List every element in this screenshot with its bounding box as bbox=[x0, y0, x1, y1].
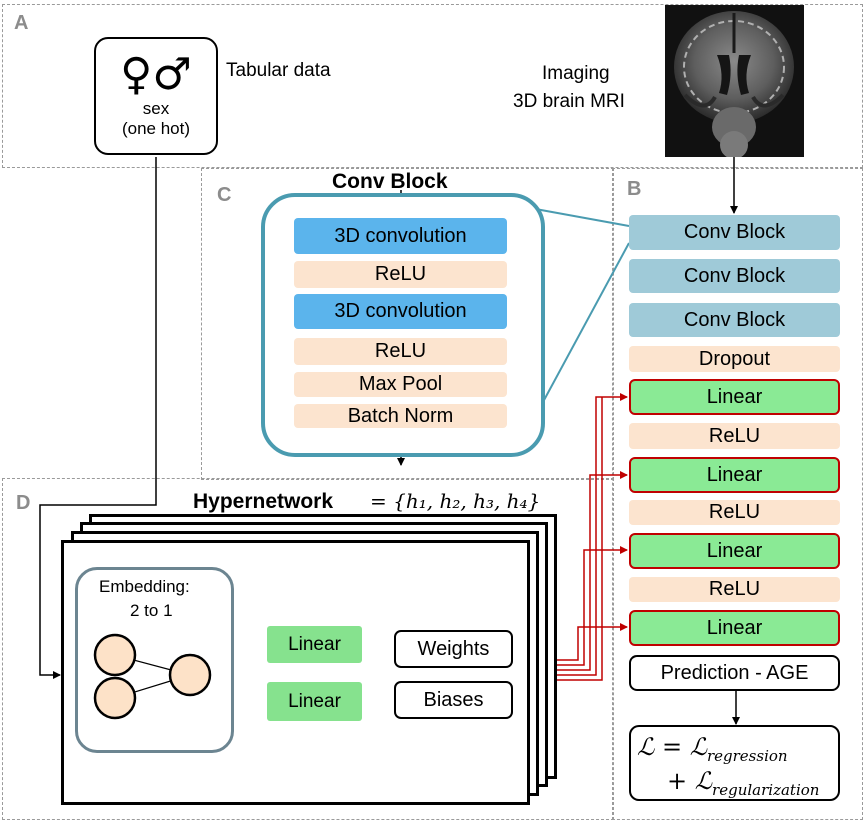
gender-symbols-icon: ♀♂ bbox=[120, 49, 192, 100]
conv-layer-relu-1: ReLU bbox=[294, 261, 507, 288]
hypernetwork-linear-2: Linear bbox=[267, 682, 362, 721]
sex-box: ♀♂ sex (one hot) bbox=[94, 37, 218, 155]
brain-mri-image bbox=[665, 5, 804, 157]
network-layer-relu-1: ReLU bbox=[629, 423, 840, 449]
tabular-data-label: Tabular data bbox=[226, 60, 331, 81]
imaging-label-line1: Imaging bbox=[542, 63, 610, 84]
panel-a-label: A bbox=[14, 12, 29, 34]
network-layer-conv-block-1: Conv Block bbox=[629, 215, 840, 250]
embedding-label-line2: 2 to 1 bbox=[130, 601, 173, 620]
network-layer-linear-3: Linear bbox=[629, 533, 840, 569]
conv-layer-3d-convolution-2: 3D convolution bbox=[294, 294, 507, 329]
biases-box: Biases bbox=[394, 681, 513, 719]
network-layer-dropout: Dropout bbox=[629, 346, 840, 372]
panel-a-border bbox=[2, 4, 863, 168]
loss-line-1: ℒ = ℒregression bbox=[637, 733, 788, 765]
sex-label: sex bbox=[142, 99, 170, 118]
conv-layer-relu-2: ReLU bbox=[294, 338, 507, 365]
prediction-age-box: Prediction - AGE bbox=[629, 655, 840, 691]
hypernetwork-title: Hypernetwork bbox=[193, 490, 334, 513]
panel-d-label: D bbox=[16, 492, 31, 514]
network-layer-conv-block-2: Conv Block bbox=[629, 259, 840, 293]
hypernetwork-set: = {h₁, h₂, h₃, h₄} bbox=[370, 489, 541, 513]
panel-c-border bbox=[201, 168, 614, 480]
one-hot-label: (one hot) bbox=[121, 119, 191, 138]
network-layer-linear-1: Linear bbox=[629, 379, 840, 415]
network-layer-relu-3: ReLU bbox=[629, 577, 840, 602]
weights-box: Weights bbox=[394, 630, 513, 668]
loss-term-regression: regression bbox=[706, 746, 788, 765]
conv-layer-3d-convolution-1: 3D convolution bbox=[294, 218, 507, 254]
conv-layer-batch-norm: Batch Norm bbox=[294, 404, 507, 428]
panel-c-label: C bbox=[217, 184, 232, 206]
loss-symbol: ℒ bbox=[637, 733, 655, 761]
loss-plus: + bbox=[667, 767, 688, 795]
conv-block-title: Conv Block bbox=[332, 170, 448, 193]
hypernetwork-linear-1: Linear bbox=[267, 626, 362, 663]
network-layer-linear-4: Linear bbox=[629, 610, 840, 646]
panel-b-label: B bbox=[627, 178, 642, 200]
panel-d-border bbox=[2, 478, 614, 820]
imaging-label-line2: 3D brain MRI bbox=[513, 91, 625, 112]
conv-layer-max-pool: Max Pool bbox=[294, 372, 507, 397]
loss-equals: = bbox=[661, 733, 683, 761]
loss-term-regularization: regularization bbox=[712, 780, 820, 799]
loss-line-2: + ℒregularization bbox=[667, 767, 819, 799]
network-layer-linear-2: Linear bbox=[629, 457, 840, 493]
network-layer-conv-block-3: Conv Block bbox=[629, 303, 840, 337]
embedding-output-node bbox=[168, 653, 212, 697]
loss-box: ℒ = ℒregression + ℒregularization bbox=[629, 725, 840, 801]
embedding-input-node-2 bbox=[93, 676, 137, 720]
loss-symbol-regularization: ℒ bbox=[694, 767, 713, 795]
embedding-label-line1: Embedding: bbox=[99, 577, 190, 596]
panel-b-border bbox=[612, 168, 863, 820]
network-layer-relu-2: ReLU bbox=[629, 500, 840, 525]
loss-symbol-regression: ℒ bbox=[689, 733, 707, 761]
embedding-input-node-1 bbox=[93, 633, 137, 677]
